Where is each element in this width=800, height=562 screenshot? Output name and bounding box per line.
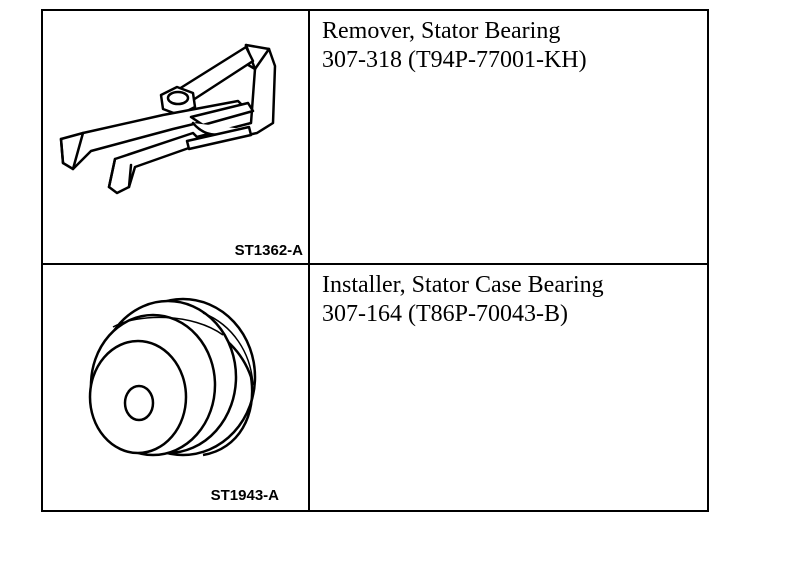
tool-row: ST1362-A Remover, Stator Bearing 307-318… [43, 11, 707, 265]
tool-number: 307-164 (T86P-70043-B) [322, 301, 568, 327]
figure-id: ST1362-A [234, 242, 303, 259]
tool-illustration-cell: ST1943-A [43, 265, 310, 510]
stator-case-bearing-installer-illustration [88, 297, 257, 457]
special-tools-table: ST1362-A Remover, Stator Bearing 307-318… [41, 9, 709, 512]
tool-name: Installer, Stator Case Bearing [322, 272, 604, 298]
tool-number: 307-318 (T94P-77001-KH) [322, 47, 587, 73]
tool-description-cell: Remover, Stator Bearing 307-318 (T94P-77… [310, 11, 707, 263]
tool-row: ST1943-A Installer, Stator Case Bearing … [43, 265, 707, 510]
tool-description-cell: Installer, Stator Case Bearing 307-164 (… [310, 265, 707, 510]
figure-id: ST1943-A [210, 487, 279, 504]
tool-illustration-cell: ST1362-A [43, 11, 310, 263]
stator-bearing-remover-illustration [59, 43, 277, 195]
tool-name: Remover, Stator Bearing [322, 18, 561, 44]
